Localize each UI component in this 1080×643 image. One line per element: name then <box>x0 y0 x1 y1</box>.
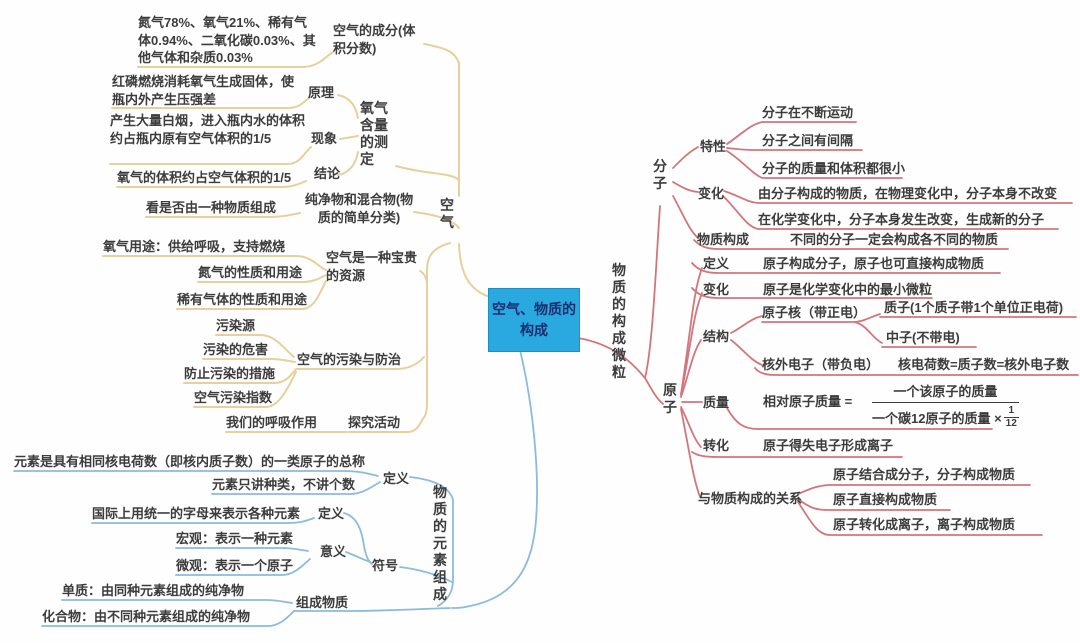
molecule-change-physical: 由分子构成的物质，在物理变化中，分子本身不改变 <box>758 186 1058 201</box>
resource-label: 空气是一种宝贵的资源 <box>326 250 418 283</box>
mass-formula-numerator: 一个该原子的质量 <box>872 381 1019 403</box>
measure-principle-leaf: 红磷燃烧消耗氧气生成固体，使瓶内外产生压强差 <box>112 74 295 107</box>
atom-definition-leaf: 原子构成分子，原子也可直接构成物质 <box>763 256 985 271</box>
elements-branch-label: 物质的元素组成 <box>433 484 447 602</box>
neutron-leaf: 中子(不带电) <box>886 330 960 345</box>
particles-branch-label: 物质的构成微粒 <box>612 262 626 380</box>
resource-leaf-rare-gas: 稀有气体的性质和用途 <box>177 292 308 307</box>
relation-leaf-direct: 原子直接构成物质 <box>833 492 938 507</box>
compose-leaf-pure-element: 单质：由同种元素组成的纯净物 <box>62 583 245 598</box>
central-topic: 空气、物质的构成 <box>488 288 580 352</box>
pollution-leaf-prevention: 防止污染的措施 <box>184 366 276 381</box>
mass-formula-one-twelfth: 1 12 <box>1003 405 1019 429</box>
explore-leaf-breathing: 我们的呼吸作用 <box>226 415 318 430</box>
measure-principle-label: 原理 <box>308 85 335 100</box>
pollution-label: 空气的污染与防治 <box>297 352 402 367</box>
atom-relation-label: 与物质构成的关系 <box>698 491 803 506</box>
atom-structure-label: 结构 <box>703 329 730 344</box>
resource-leaf-oxygen: 氧气用途：供给呼吸，支持燃烧 <box>103 239 286 254</box>
atom-transform-label: 转化 <box>703 438 730 453</box>
measure-phenomenon-label: 现象 <box>311 131 338 146</box>
purity-leaf: 看是否由一种物质组成 <box>146 200 277 215</box>
air-composition-leaf: 氮气78%、氧气21%、稀有气体0.94%、二氧化碳0.03%、其他气体和杂质0… <box>138 15 316 66</box>
proton-leaf: 质子(1个质子带1个单位正电荷) <box>884 300 1064 315</box>
air-composition-label: 空气的成分(体积分数) <box>333 23 416 56</box>
relation-leaf-molecule: 原子结合成分子，分子构成物质 <box>833 467 1016 482</box>
molecule-trait-size: 分子的质量和体积都很小 <box>762 161 906 176</box>
measure-conclusion-leaf: 氧气的体积约占空气体积的1/5 <box>117 170 292 185</box>
atom-change-leaf: 原子是化学变化中的最小微粒 <box>763 282 933 297</box>
symbol-definition-label: 定义 <box>318 506 345 521</box>
mass-formula-lhs: 相对原子质量 = <box>763 394 853 409</box>
molecule-traits-label: 特性 <box>700 139 727 154</box>
atom-transform-leaf: 原子得失电子形成离子 <box>763 438 894 453</box>
air-branch-label: 空气 <box>440 197 454 230</box>
atom-change-label: 变化 <box>703 282 730 297</box>
measure-phenomenon-leaf: 产生大量白烟，进入瓶内水的体积约占瓶内原有空气体积的1/5 <box>110 113 306 146</box>
explore-label: 探究活动 <box>348 415 401 430</box>
purity-label: 纯净物和混合物(物质的简单分类) <box>304 192 414 225</box>
electron-label: 核外电子（带负电） <box>762 357 880 372</box>
mass-formula-fraction: 一个该原子的质量 一个碳12原子的质量 × 1 12 <box>872 381 1019 429</box>
symbol-definition-leaf: 国际上用统一的字母来表示各种元素 <box>92 506 301 521</box>
atom-branch-label: 原子 <box>663 382 677 415</box>
compose-leaf-compound: 化合物：由不同种元素组成的纯净物 <box>42 609 251 624</box>
measure-conclusion-label: 结论 <box>314 166 341 181</box>
symbol-label: 符号 <box>372 558 399 573</box>
element-definition-label: 定义 <box>383 471 410 486</box>
symbol-meaning-micro-leaf: 微观：表示一个原子 <box>176 558 294 573</box>
molecule-change-label: 变化 <box>698 186 725 201</box>
molecule-branch-label: 分子 <box>653 158 667 191</box>
symbol-meaning-macro-leaf: 宏观：表示一种元素 <box>176 531 294 546</box>
molecule-change-chemical: 在化学变化中，分子本身发生改变，生成新的分子 <box>758 212 1045 227</box>
molecule-compose-label: 物质构成 <box>697 232 750 247</box>
measure-label: 氧气含量的测定 <box>360 100 388 167</box>
atom-mass-label: 质量 <box>703 395 730 410</box>
electron-rule-leaf: 核电荷数=质子数=核外电子数 <box>898 357 1070 372</box>
element-definition-leaf-2: 元素只讲种类，不讲个数 <box>212 477 356 492</box>
pollution-leaf-index: 空气污染指数 <box>194 390 273 405</box>
nucleus-label: 原子核（带正电） <box>762 305 867 320</box>
element-definition-leaf-1: 元素是具有相同核电荷数（即核内质子数）的一类原子的总称 <box>14 454 366 469</box>
pollution-leaf-harm: 污染的危害 <box>203 342 269 357</box>
mass-formula-denominator: 一个碳12原子的质量 × <box>872 410 1002 426</box>
atom-definition-label: 定义 <box>703 256 730 271</box>
relation-leaf-ion: 原子转化成离子，离子构成物质 <box>833 517 1016 532</box>
pollution-leaf-source: 污染源 <box>216 318 256 333</box>
compose-label: 组成物质 <box>296 595 349 610</box>
molecule-trait-motion: 分子在不断运动 <box>762 105 854 120</box>
resource-leaf-nitrogen: 氮气的性质和用途 <box>198 265 303 280</box>
symbol-meaning-label: 意义 <box>320 544 347 559</box>
molecule-compose-leaf: 不同的分子一定会构成各不同的物质 <box>790 232 999 247</box>
molecule-trait-gap: 分子之间有间隔 <box>762 133 854 148</box>
